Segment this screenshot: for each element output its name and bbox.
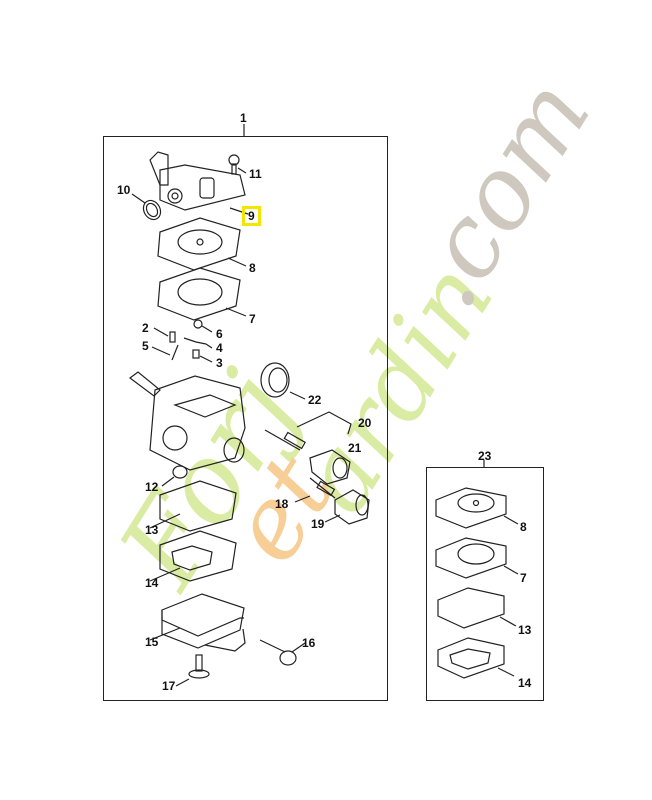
main-assembly-frame (103, 136, 388, 701)
label-kit-part-8[interactable]: 8 (520, 520, 527, 534)
label-part-13[interactable]: 13 (145, 523, 159, 537)
label-part-17[interactable]: 17 (162, 679, 176, 693)
label-part-11[interactable]: 11 (249, 167, 262, 181)
carburetor-body-icon (129, 371, 246, 471)
label-part-8[interactable]: 8 (249, 261, 256, 275)
label-part-6[interactable]: 6 (216, 327, 223, 341)
kit-gasket-part-13-icon (437, 587, 517, 629)
needle-part-20-21-icon (264, 411, 352, 485)
gasket-part-7-icon (157, 267, 247, 321)
label-kit-part-13[interactable]: 13 (518, 623, 532, 637)
label-part-9-highlighted[interactable]: 9 (242, 206, 261, 226)
label-part-19[interactable]: 19 (311, 517, 325, 531)
screen-part-12-icon (161, 465, 188, 487)
label-part-15[interactable]: 15 (145, 635, 159, 649)
screw-part-11-icon (228, 154, 247, 175)
gasket-kit-frame (426, 467, 544, 701)
gasket-part-14-icon (149, 530, 237, 582)
label-part-20[interactable]: 20 (358, 416, 372, 430)
kit-diaphragm-part-8-icon (435, 487, 519, 529)
gasket-part-13-icon (149, 480, 237, 532)
diaphragm-part-8-icon (157, 217, 247, 271)
oring-part-10-icon (131, 193, 162, 221)
label-part-12[interactable]: 12 (145, 480, 159, 494)
kit-gasket-part-14-icon (437, 637, 515, 679)
label-part-3[interactable]: 3 (216, 356, 223, 370)
small-parts-2-6-icon (151, 319, 213, 363)
label-part-14[interactable]: 14 (145, 576, 159, 590)
label-kit-23[interactable]: 23 (478, 449, 492, 463)
screw-part-17-icon (175, 654, 210, 687)
label-part-16[interactable]: 16 (302, 636, 316, 650)
screw-part-16-icon (259, 639, 306, 666)
cover-part-9-icon (149, 151, 249, 215)
label-part-22[interactable]: 22 (308, 393, 322, 407)
label-assembly-1[interactable]: 1 (240, 111, 247, 125)
pump-cover-part-15-icon (149, 593, 246, 652)
label-part-7[interactable]: 7 (249, 312, 256, 326)
needle-part-18-19-icon (294, 477, 370, 525)
kit-gasket-part-7-icon (435, 537, 519, 579)
label-part-18[interactable]: 18 (275, 497, 289, 511)
label-part-5[interactable]: 5 (142, 339, 149, 353)
label-part-4[interactable]: 4 (216, 341, 223, 355)
cap-part-22-icon (260, 362, 306, 400)
label-kit-part-14[interactable]: 14 (518, 676, 532, 690)
label-part-21[interactable]: 21 (348, 441, 362, 455)
label-part-10[interactable]: 10 (117, 183, 131, 197)
label-kit-part-7[interactable]: 7 (520, 571, 527, 585)
label-part-2[interactable]: 2 (142, 321, 149, 335)
